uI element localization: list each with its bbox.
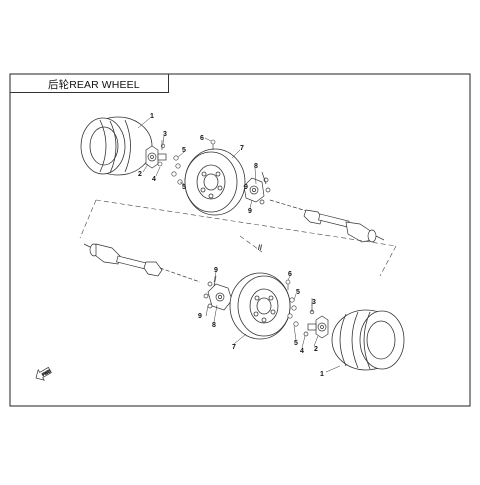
fwd-label: FWD (41, 368, 51, 377)
upper-drive-shaft (269, 199, 385, 243)
callout-upper-5a: 5 (182, 147, 186, 154)
callout-lower-7: 7 (232, 344, 236, 351)
lower-hub (303, 302, 329, 339)
callout-lower-9b: 9 (198, 313, 202, 320)
upper-hub (145, 145, 167, 169)
title-frame (10, 74, 169, 93)
fwd-arrow-icon: FWD (35, 366, 52, 381)
callout-lower-2: 2 (314, 346, 318, 353)
callout-upper-9b: 9 (248, 208, 252, 215)
upper-bolt-6 (210, 139, 216, 150)
leader-lines (137, 117, 341, 373)
lower-lug-nuts (287, 297, 299, 327)
callout-upper-2: 2 (138, 171, 142, 178)
lower-tire (331, 309, 405, 371)
diagram-title: 后轮REAR WHEEL (48, 79, 140, 91)
callout-upper-6: 6 (200, 135, 204, 142)
callout-upper-9a: 9 (244, 184, 248, 191)
callout-lower-3: 3 (312, 299, 316, 306)
callout-lower-8: 8 (212, 322, 216, 329)
upper-tire (80, 116, 153, 176)
callout-lower-9a: 9 (214, 267, 218, 274)
callout-lower-4: 4 (300, 348, 304, 355)
callout-lower-6: 6 (288, 271, 292, 278)
callout-lower-1: 1 (320, 371, 324, 378)
upper-brake-hub (243, 171, 271, 205)
callout-upper-8: 8 (254, 163, 258, 170)
callout-upper-4: 4 (152, 176, 156, 183)
center-guide-lines (79, 199, 397, 277)
lower-bolt-6 (285, 279, 291, 290)
upper-lug-nuts (171, 155, 183, 185)
break-mark: // (258, 245, 262, 252)
callout-upper-5b: 5 (182, 184, 186, 191)
upper-hub-bolts (157, 140, 166, 167)
callout-lower-5b: 5 (294, 340, 298, 347)
callout-upper-3: 3 (163, 131, 167, 138)
callout-upper-1: 1 (150, 113, 154, 120)
lower-rim (229, 272, 291, 340)
sheet-border (9, 73, 471, 407)
callout-upper-7: 7 (240, 145, 244, 152)
callout-lower-5a: 5 (296, 289, 300, 296)
upper-rim (184, 148, 246, 216)
lower-brake-hub (203, 275, 233, 311)
lower-drive-shaft (83, 243, 201, 283)
